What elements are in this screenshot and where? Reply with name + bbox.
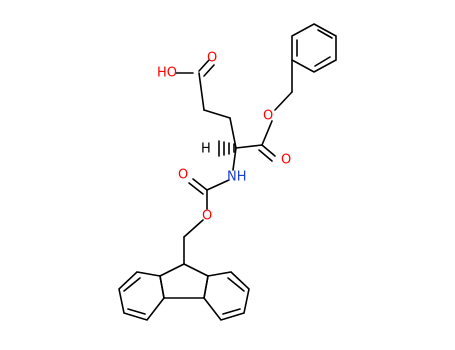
- bond-ch2-to-ch2: [203, 109, 231, 119]
- bond-carbamate-c-to-o-1: [192, 178, 208, 191]
- bond-ch2-to-alpha: [229, 117, 237, 149]
- bond-acid-c-to-o-2: [203, 64, 215, 77]
- carbamate-ester-oxygen-label: O: [202, 209, 212, 224]
- ester-carbonyl-oxygen-label: O: [281, 153, 291, 168]
- ester-oxygen-label: O: [263, 109, 273, 124]
- bond-ester-c-to-o-double-2: [258, 149, 273, 162]
- hydroxyl-label: HO: [157, 66, 177, 81]
- bond-carbamate-c-to-o-2: [188, 182, 204, 195]
- bond-acid-c-to-ch2: [198, 72, 205, 111]
- amide-nitrogen-label: NH: [227, 170, 247, 185]
- fluorene-five-ring: [159, 263, 209, 299]
- bond-ester-o-to-ch2: [183, 219, 204, 238]
- carbamate-carbonyl-oxygen-label: O: [178, 168, 188, 183]
- bond-alpha-to-n: [232, 147, 237, 171]
- benzyl-ring: [291, 23, 337, 73]
- bond-acid-c-to-o-1: [198, 59, 210, 72]
- bond-ch2-to-ester-o: [274, 91, 293, 111]
- fluorene-left-ring: [118, 271, 165, 321]
- bond-alpha-to-ester-c: [235, 144, 263, 149]
- stereo-hash-bond: [218, 140, 235, 157]
- bond-ester-c-to-o: [261, 120, 273, 146]
- bond-n-to-carbamate-c: [206, 179, 230, 191]
- stereo-hydrogen-label: H: [201, 142, 211, 157]
- bond-ester-c-to-o-double-1: [261, 144, 276, 157]
- fluorene-right-ring: [203, 271, 250, 321]
- acid-carbonyl-oxygen-label: O: [207, 51, 217, 66]
